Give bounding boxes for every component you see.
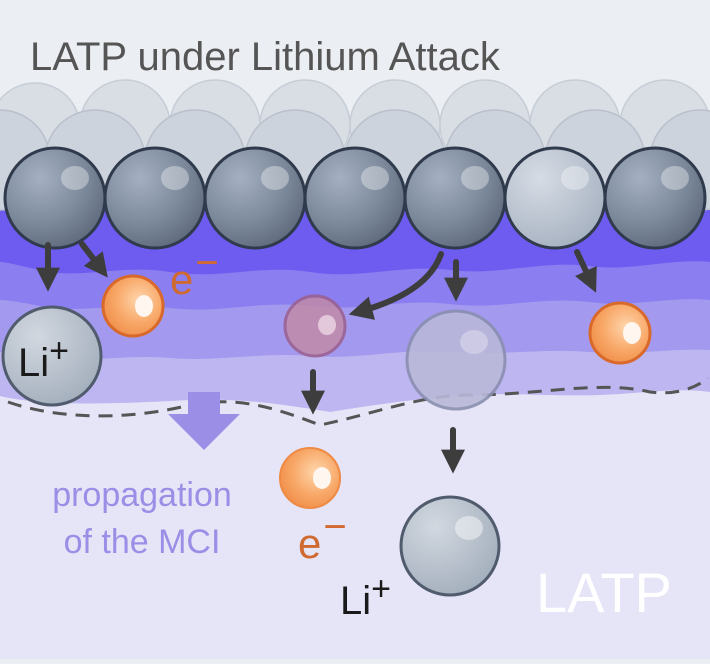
lithium-atom: [3, 146, 107, 250]
lithium-ions: [1, 305, 507, 597]
diagram-title: LATP under Lithium Attack: [30, 35, 501, 79]
arrow: [348, 251, 444, 320]
electron-label: e−: [298, 505, 347, 567]
electron-label: e−: [170, 241, 219, 303]
electron: [101, 274, 165, 338]
arrow: [79, 241, 108, 278]
reaction-arrows: [36, 241, 597, 474]
propagation-label-line2: of the MCI: [64, 523, 221, 561]
lithium-ion-fading: [405, 309, 507, 411]
arrow: [574, 249, 597, 293]
propagation-arrow-icon: [168, 392, 240, 450]
lithium-atom-ionizing: [503, 146, 607, 250]
lithium-atom: [303, 146, 407, 250]
lithium-metal-front-row: [3, 146, 707, 250]
lithium-atom: [103, 146, 207, 250]
li-ion-label: Li+: [18, 332, 69, 385]
lithium-ion: [1, 305, 103, 407]
mci-boundary-dashed-line: [7, 376, 709, 427]
electron: [588, 301, 652, 365]
electron: [279, 447, 341, 509]
propagation-label-line1: propagation: [52, 476, 232, 514]
lithium-atom: [403, 146, 507, 250]
lithium-atom: [603, 146, 707, 250]
latp-label: LATP: [536, 561, 672, 624]
li-ion-label: Li+: [340, 570, 391, 623]
lithium-ion: [399, 495, 501, 597]
electron-fading: [283, 294, 347, 358]
electron-particles: [101, 274, 652, 509]
lithium-atom: [203, 146, 307, 250]
lithium-atom-highlights: [61, 166, 689, 190]
